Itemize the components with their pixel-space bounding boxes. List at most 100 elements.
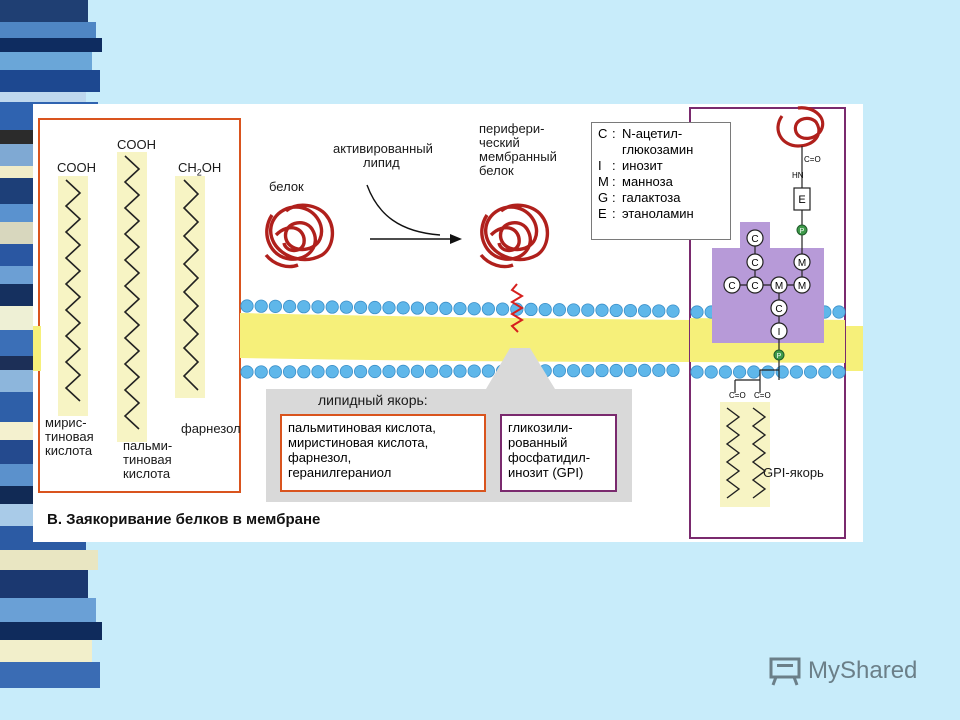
- stripe: [0, 550, 98, 570]
- lipid-head-bead: [761, 365, 775, 379]
- lipid-head-bead: [552, 364, 567, 378]
- glycan-sugar: [770, 276, 788, 294]
- lipid-head-bead: [581, 364, 595, 378]
- lipid-head-bead: [666, 304, 680, 318]
- lipid-head-bead: [368, 364, 382, 379]
- sugar-letter: M: [798, 281, 806, 292]
- lipid-head-bead: [623, 304, 638, 318]
- lipid-head-bead: [410, 364, 424, 378]
- lipid-head-bead: [268, 365, 282, 379]
- label-ch2oh: CH2OH: [178, 160, 222, 178]
- anchor-pointer: [486, 348, 555, 389]
- label-farnesol: фарнезол: [181, 421, 241, 436]
- sugar-letter: C: [775, 304, 782, 315]
- glycan-sugar: [770, 299, 788, 317]
- lipid-head-bead: [832, 365, 846, 379]
- anchor-title: липидный якорь:: [318, 392, 428, 408]
- myristic-column: [58, 176, 88, 416]
- gpi-protein: [776, 106, 825, 148]
- free-protein: [264, 203, 334, 269]
- lipid-head-bead: [775, 365, 789, 379]
- lipid-head-bead: [368, 300, 382, 315]
- lipid-head-bead: [311, 300, 325, 314]
- activated-lipid-arrow: [366, 184, 441, 236]
- palmitic-chain: [123, 155, 141, 430]
- lipid-head-bead: [424, 364, 439, 378]
- lipid-head-bead: [566, 303, 581, 317]
- lipid-head-bead: [566, 364, 581, 378]
- lipid-head-bead: [339, 365, 353, 379]
- lipid-head-bead: [652, 363, 666, 377]
- peripheral-protein: [479, 203, 549, 269]
- lipid-head-bead: [453, 364, 467, 378]
- ester-label: C=O: [754, 391, 771, 400]
- lipid-head-bead: [325, 300, 339, 314]
- sugar-letter: M: [775, 281, 783, 292]
- sugar-letter: C: [751, 281, 758, 292]
- legend-row: G: галактоза: [598, 190, 681, 205]
- stripe: [0, 70, 100, 92]
- lipid-head-bead: [595, 363, 609, 378]
- glycan-sugar: [770, 322, 788, 340]
- lipid-head-bead: [481, 364, 495, 378]
- lipid-head-bead: [609, 363, 623, 378]
- lipid-head-bead: [789, 365, 804, 379]
- glycan-sugar: [723, 276, 741, 294]
- stripe: [0, 662, 100, 688]
- lipid-bilayer-core: [240, 313, 690, 362]
- lipid-head-bead: [410, 301, 424, 315]
- gpi-chain-2: [751, 407, 767, 499]
- lipid-head-bead: [453, 301, 467, 316]
- lipid-head-bead: [268, 299, 282, 313]
- lipid-head-bead: [718, 365, 733, 379]
- stripe: [0, 598, 96, 622]
- stripe: [0, 570, 88, 598]
- stripe: [0, 38, 102, 52]
- myristic-chain: [64, 179, 82, 402]
- lipid-head-bead: [353, 300, 368, 314]
- lipid-head-bead: [637, 363, 652, 378]
- sugar-letter: M: [798, 258, 806, 269]
- stripe: [0, 22, 96, 38]
- lipid-head-bead: [609, 303, 623, 318]
- lipid-head-bead: [325, 365, 339, 379]
- glycan-sugar: [793, 253, 811, 271]
- phosphate: [773, 349, 785, 361]
- farnesol-chain: [182, 179, 200, 391]
- lipid-head-bead: [439, 364, 453, 378]
- lipid-head-bead: [467, 302, 481, 316]
- legend-row: E: этаноламин: [598, 206, 694, 221]
- lipid-head-bead: [690, 365, 704, 379]
- lipid-head-bead: [240, 365, 254, 379]
- glycan-sugar: [746, 253, 764, 271]
- lipid-head-bead: [439, 301, 453, 315]
- fatty-acid-box: [38, 118, 241, 493]
- lipid-head-bead: [623, 363, 638, 378]
- glycan-sugar: [746, 276, 764, 294]
- phosphate-letter: P: [777, 353, 782, 360]
- legend-row: M: манноза: [598, 174, 673, 189]
- stripe: [0, 640, 92, 662]
- stripe: [0, 0, 88, 22]
- lipid-head-bead: [690, 305, 704, 319]
- lipid-head-bead: [704, 365, 718, 379]
- figure-caption: В. Заякоривание белков в мембране: [47, 511, 321, 528]
- lipid-head-bead: [396, 301, 410, 315]
- lipid-head-bead: [581, 303, 595, 317]
- membrane-inner-leaflet: [240, 363, 680, 379]
- stripe: [0, 622, 102, 640]
- lipid-head-bead: [282, 365, 297, 379]
- lipid-head-bead: [637, 304, 652, 318]
- lipid-head-bead: [424, 301, 439, 315]
- lipid-head-bead: [353, 364, 368, 379]
- lipid-head-bead: [382, 301, 396, 315]
- lipid-head-bead: [339, 300, 353, 314]
- lipid-head-bead: [297, 365, 311, 379]
- amide-label: HN: [792, 171, 804, 180]
- palmitic-column: [117, 152, 147, 442]
- lipid-head-bead: [732, 365, 747, 379]
